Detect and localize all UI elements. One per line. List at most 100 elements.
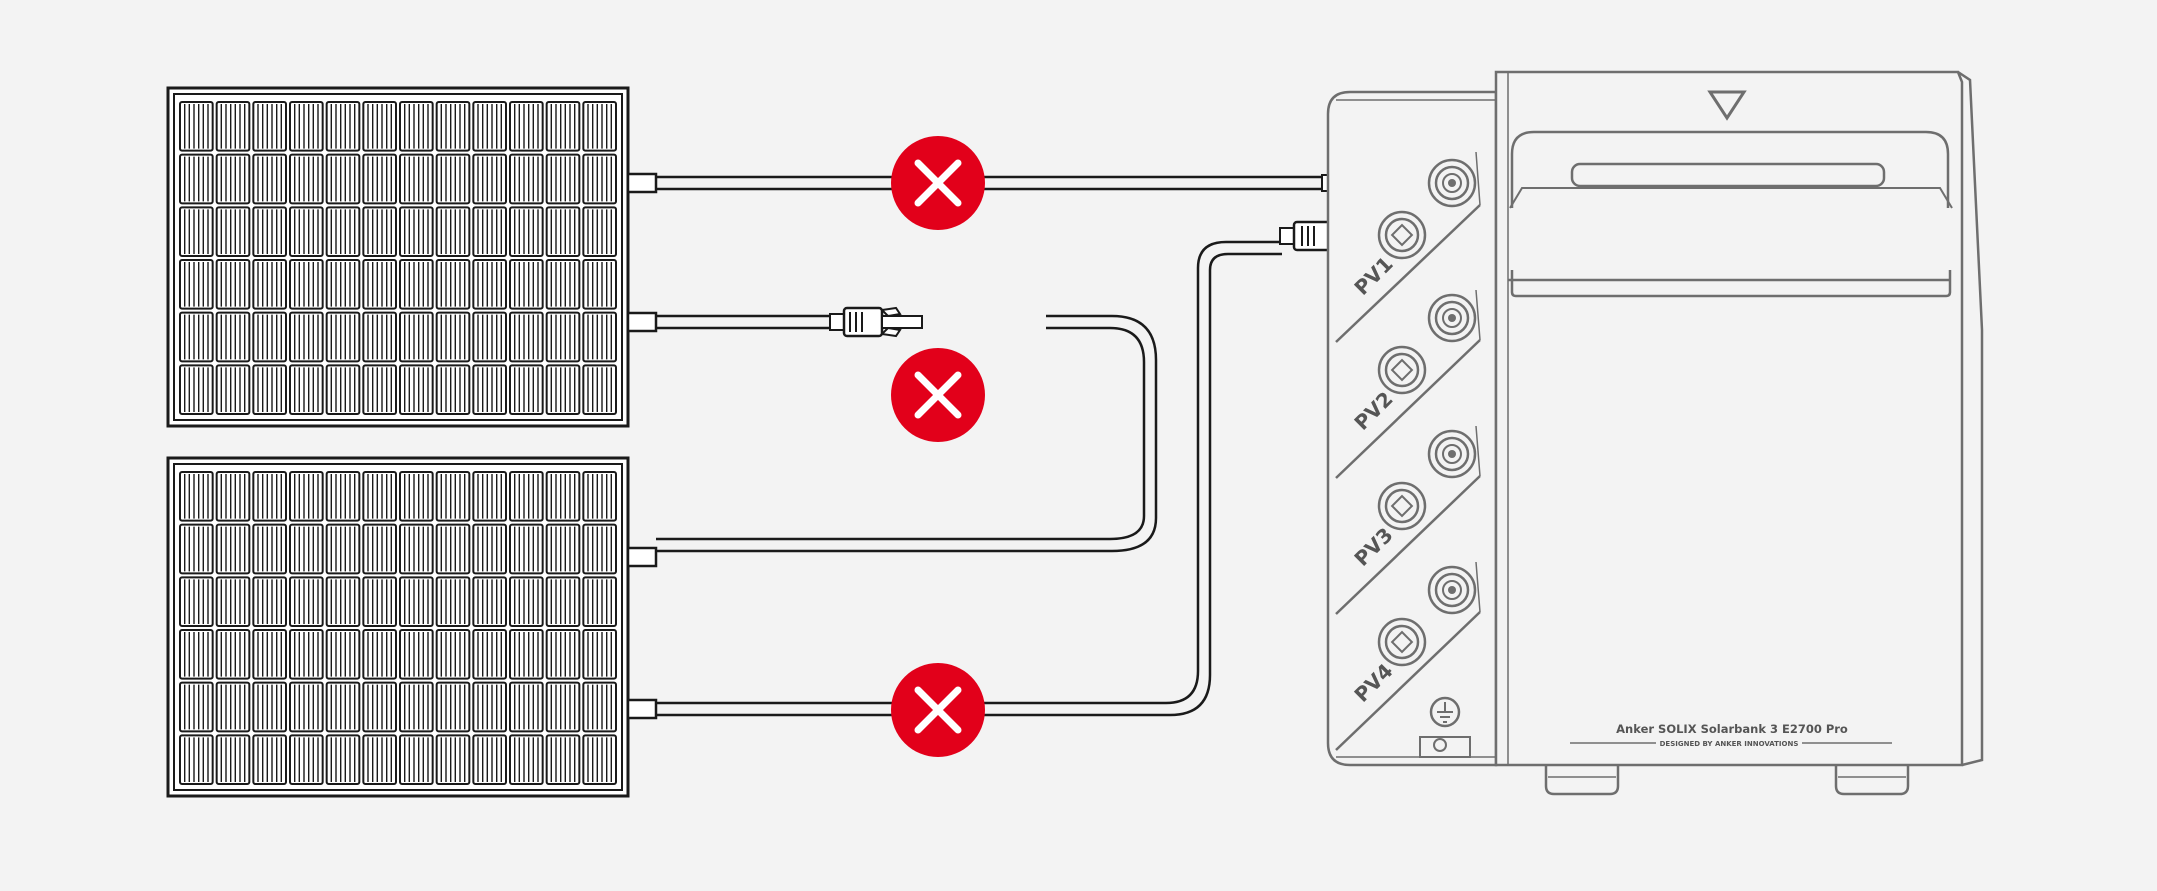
solar-cell <box>582 206 617 257</box>
solar-cell <box>215 206 251 257</box>
solar-cell <box>545 681 581 733</box>
solar-cell <box>179 734 214 785</box>
solar-panel-bottom <box>166 456 630 798</box>
solar-cell <box>179 311 214 363</box>
solar-cell <box>435 523 471 575</box>
solar-cell <box>252 206 287 257</box>
solar-cell <box>215 311 251 363</box>
solar-cell <box>362 471 398 522</box>
solar-cell <box>509 206 544 257</box>
solar-cell <box>289 259 324 310</box>
solar-cell <box>179 206 214 257</box>
solar-cell <box>545 576 581 627</box>
solar-cell <box>472 629 508 680</box>
solar-cell <box>252 576 287 627</box>
solar-cell <box>472 101 508 152</box>
solar-cell <box>289 101 324 152</box>
solar-cell <box>399 311 434 363</box>
solarbank-device <box>1326 70 1984 796</box>
solar-cell <box>435 206 471 257</box>
solar-cell <box>325 681 361 733</box>
solar-cell <box>252 153 287 205</box>
solar-cell <box>545 629 581 680</box>
mc4-connector-icon <box>828 306 924 338</box>
solar-cell <box>435 734 471 785</box>
solar-cell <box>509 101 544 152</box>
solar-cell <box>252 101 287 152</box>
pv-port-minus <box>1377 210 1427 260</box>
solar-cell <box>289 364 324 416</box>
solar-cell <box>509 734 544 785</box>
pv-port-plus <box>1427 158 1477 208</box>
solar-cell <box>179 364 214 416</box>
solar-cell <box>509 311 544 363</box>
solar-cell <box>289 153 324 205</box>
solar-cell <box>545 206 581 257</box>
cross-warning-icon <box>891 663 985 757</box>
solar-cell <box>435 471 471 522</box>
solar-cell <box>215 576 251 627</box>
solar-cell <box>325 629 361 680</box>
cross-warning-icon <box>891 136 985 230</box>
solar-cell <box>215 259 251 310</box>
solar-cell <box>472 681 508 733</box>
solar-cell <box>472 311 508 363</box>
solar-cell <box>179 576 214 627</box>
solar-cell <box>509 471 544 522</box>
solar-cell <box>545 734 581 785</box>
solar-cell <box>472 259 508 310</box>
device-tagline: DESIGNED BY ANKER INNOVATIONS <box>1660 740 1799 748</box>
solar-cell <box>509 523 544 575</box>
solar-cell <box>252 471 287 522</box>
pv-port-plus <box>1427 293 1477 343</box>
solar-cell <box>215 471 251 522</box>
solar-cell <box>362 206 398 257</box>
solar-cell <box>252 734 287 785</box>
solar-cell <box>399 681 434 733</box>
cable-4 <box>656 240 1282 717</box>
solar-cell <box>179 101 214 152</box>
solar-cell <box>325 259 361 310</box>
solar-cell <box>252 681 287 733</box>
solar-cell <box>582 364 617 416</box>
junction-box-1 <box>626 172 658 194</box>
solar-cell <box>399 734 434 785</box>
junction-box-3 <box>626 546 658 568</box>
solar-cell <box>362 153 398 205</box>
solar-cell <box>215 629 251 680</box>
solar-cell <box>582 153 617 205</box>
cable-3 <box>656 314 1158 553</box>
solar-cell <box>362 101 398 152</box>
solar-cell <box>362 364 398 416</box>
cross-warning-icon <box>891 348 985 442</box>
solar-cell <box>399 523 434 575</box>
solar-cell <box>399 471 434 522</box>
solar-cell <box>582 523 617 575</box>
solar-cell <box>399 629 434 680</box>
solar-cell <box>179 259 214 310</box>
solar-cell <box>545 259 581 310</box>
solar-cell <box>472 206 508 257</box>
pv-port-minus <box>1377 345 1427 395</box>
solar-cell <box>215 101 251 152</box>
solar-cell <box>582 734 617 785</box>
ground-icon <box>1429 696 1461 728</box>
solar-cell <box>545 471 581 522</box>
solar-cell <box>472 734 508 785</box>
solar-cell <box>325 311 361 363</box>
cable-1 <box>656 175 1326 191</box>
solar-cell <box>472 364 508 416</box>
solar-cell <box>289 471 324 522</box>
pv-port-minus <box>1377 617 1427 667</box>
solar-cell <box>325 206 361 257</box>
solar-cell <box>472 576 508 627</box>
solar-cell <box>509 259 544 310</box>
solar-cell <box>179 471 214 522</box>
device-model-label: Anker SOLIX Solarbank 3 E2700 Pro <box>1616 722 1848 736</box>
solar-cell <box>362 311 398 363</box>
solar-cell <box>472 471 508 522</box>
solar-cell <box>179 681 214 733</box>
solar-cell <box>179 629 214 680</box>
solar-cell <box>435 681 471 733</box>
solar-cell <box>289 523 324 575</box>
